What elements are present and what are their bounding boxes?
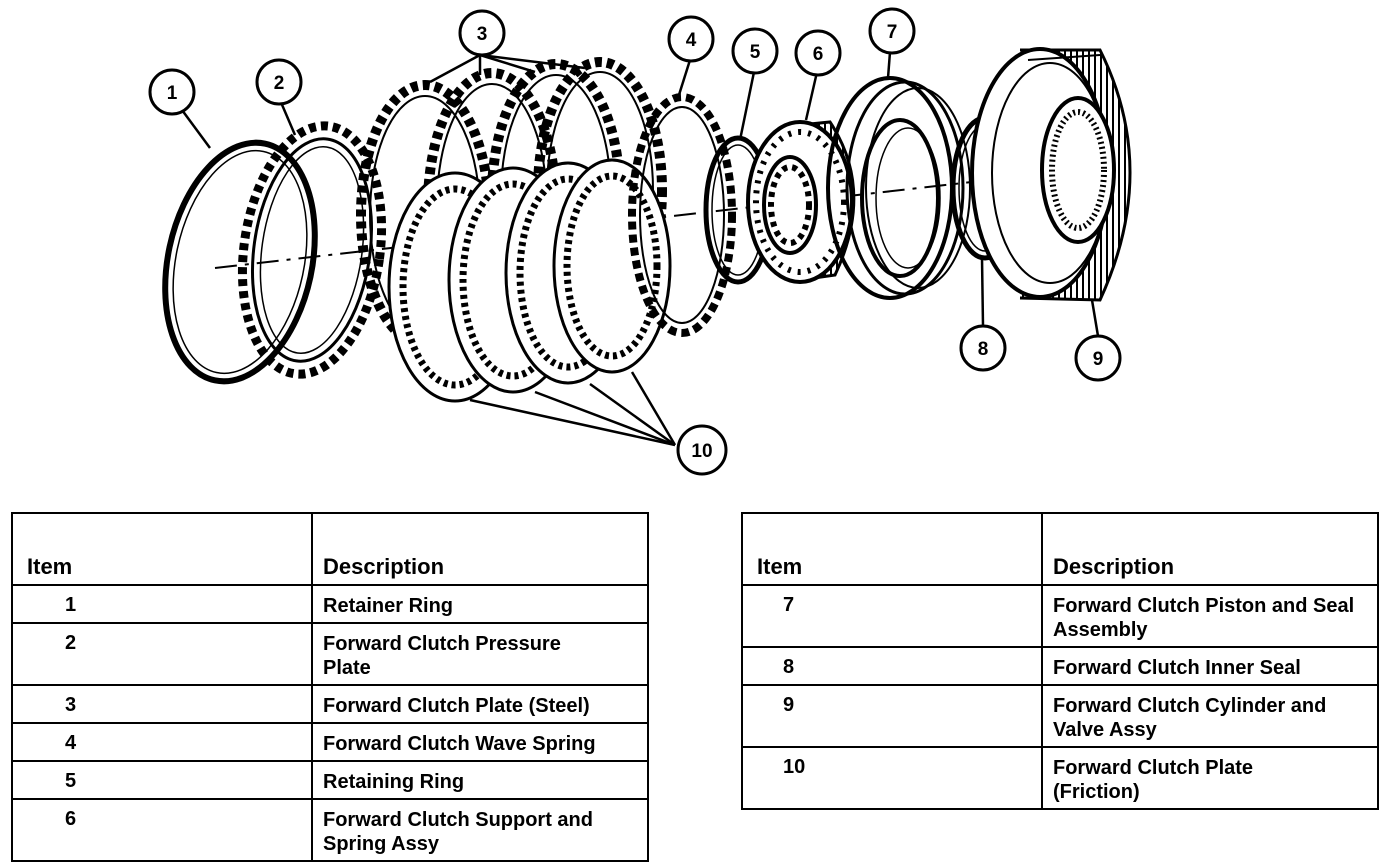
table-row: 4 Forward Clutch Wave Spring: [11, 722, 649, 762]
svg-text:5: 5: [750, 42, 761, 63]
item-number: 4: [11, 722, 313, 762]
table-row: 2 Forward Clutch Pressure Plate: [11, 622, 649, 686]
item-number: 3: [11, 684, 313, 724]
exploded-parts-diagram: 1 2 3 4 5 6 7 8 9 10: [148, 7, 1132, 476]
callout-5: 5: [731, 27, 779, 75]
part-support-spring-assy: [746, 120, 856, 284]
svg-text:1: 1: [167, 83, 178, 104]
callout-4: 4: [667, 15, 715, 63]
item-description: Forward Clutch Piston and Seal Assembly: [1041, 584, 1379, 648]
column-header-item: Item: [741, 512, 1043, 586]
item-number: 1: [11, 584, 313, 624]
callout-1: 1: [148, 68, 196, 116]
table-row: 8 Forward Clutch Inner Seal: [741, 646, 1379, 686]
table-row: 1 Retainer Ring: [11, 584, 649, 624]
table-row: 6 Forward Clutch Support and Spring Assy: [11, 798, 649, 862]
item-description: Forward Clutch Cylinder and Valve Assy: [1041, 684, 1379, 748]
column-header-item: Item: [11, 512, 313, 586]
item-number: 6: [11, 798, 313, 862]
part-wave-spring: [628, 93, 736, 337]
item-description: Forward Clutch Pressure Plate: [311, 622, 649, 686]
item-number: 5: [11, 760, 313, 800]
item-number: 10: [741, 746, 1043, 810]
item-description: Forward Clutch Support and Spring Assy: [311, 798, 649, 862]
svg-text:7: 7: [887, 22, 898, 43]
item-description: Forward Clutch Plate (Steel): [311, 684, 649, 724]
svg-text:8: 8: [978, 339, 989, 360]
table-row: 9 Forward Clutch Cylinder and Valve Assy: [741, 684, 1379, 748]
callout-3: 3: [458, 9, 506, 57]
callout-2: 2: [255, 58, 303, 106]
part-cylinder-valve-assy: [970, 47, 1132, 302]
item-description: Forward Clutch Plate (Friction): [1041, 746, 1379, 810]
svg-text:3: 3: [477, 24, 488, 45]
parts-table-right: Item Description 7 Forward Clutch Piston…: [741, 512, 1379, 810]
parts-table-left: Item Description 1 Retainer Ring 2 Forwa…: [11, 512, 649, 862]
svg-text:4: 4: [686, 30, 697, 51]
table-row: 3 Forward Clutch Plate (Steel): [11, 684, 649, 724]
callout-10: 10: [676, 424, 728, 476]
table-row: 10 Forward Clutch Plate (Friction): [741, 746, 1379, 810]
table-row: 7 Forward Clutch Piston and Seal Assembl…: [741, 584, 1379, 648]
item-description: Forward Clutch Inner Seal: [1041, 646, 1379, 686]
item-number: 2: [11, 622, 313, 686]
callout-8: 8: [959, 324, 1007, 372]
table-row: 5 Retaining Ring: [11, 760, 649, 800]
item-number: 8: [741, 646, 1043, 686]
svg-text:2: 2: [274, 73, 285, 94]
callout-7: 7: [868, 7, 916, 55]
item-description: Retaining Ring: [311, 760, 649, 800]
item-description: Retainer Ring: [311, 584, 649, 624]
item-number: 7: [741, 584, 1043, 648]
column-header-description: Description: [311, 512, 649, 586]
item-description: Forward Clutch Wave Spring: [311, 722, 649, 762]
callout-6: 6: [794, 29, 842, 77]
part-retainer-ring: [162, 139, 318, 385]
svg-text:6: 6: [813, 44, 824, 65]
svg-text:10: 10: [691, 441, 712, 462]
part-friction-plates: [387, 158, 672, 403]
table-header-row: Item Description: [741, 512, 1379, 586]
column-header-description: Description: [1041, 512, 1379, 586]
callout-9: 9: [1074, 334, 1122, 382]
leader-lines: [180, 51, 1100, 447]
item-number: 9: [741, 684, 1043, 748]
svg-text:9: 9: [1093, 349, 1104, 370]
table-header-row: Item Description: [11, 512, 649, 586]
